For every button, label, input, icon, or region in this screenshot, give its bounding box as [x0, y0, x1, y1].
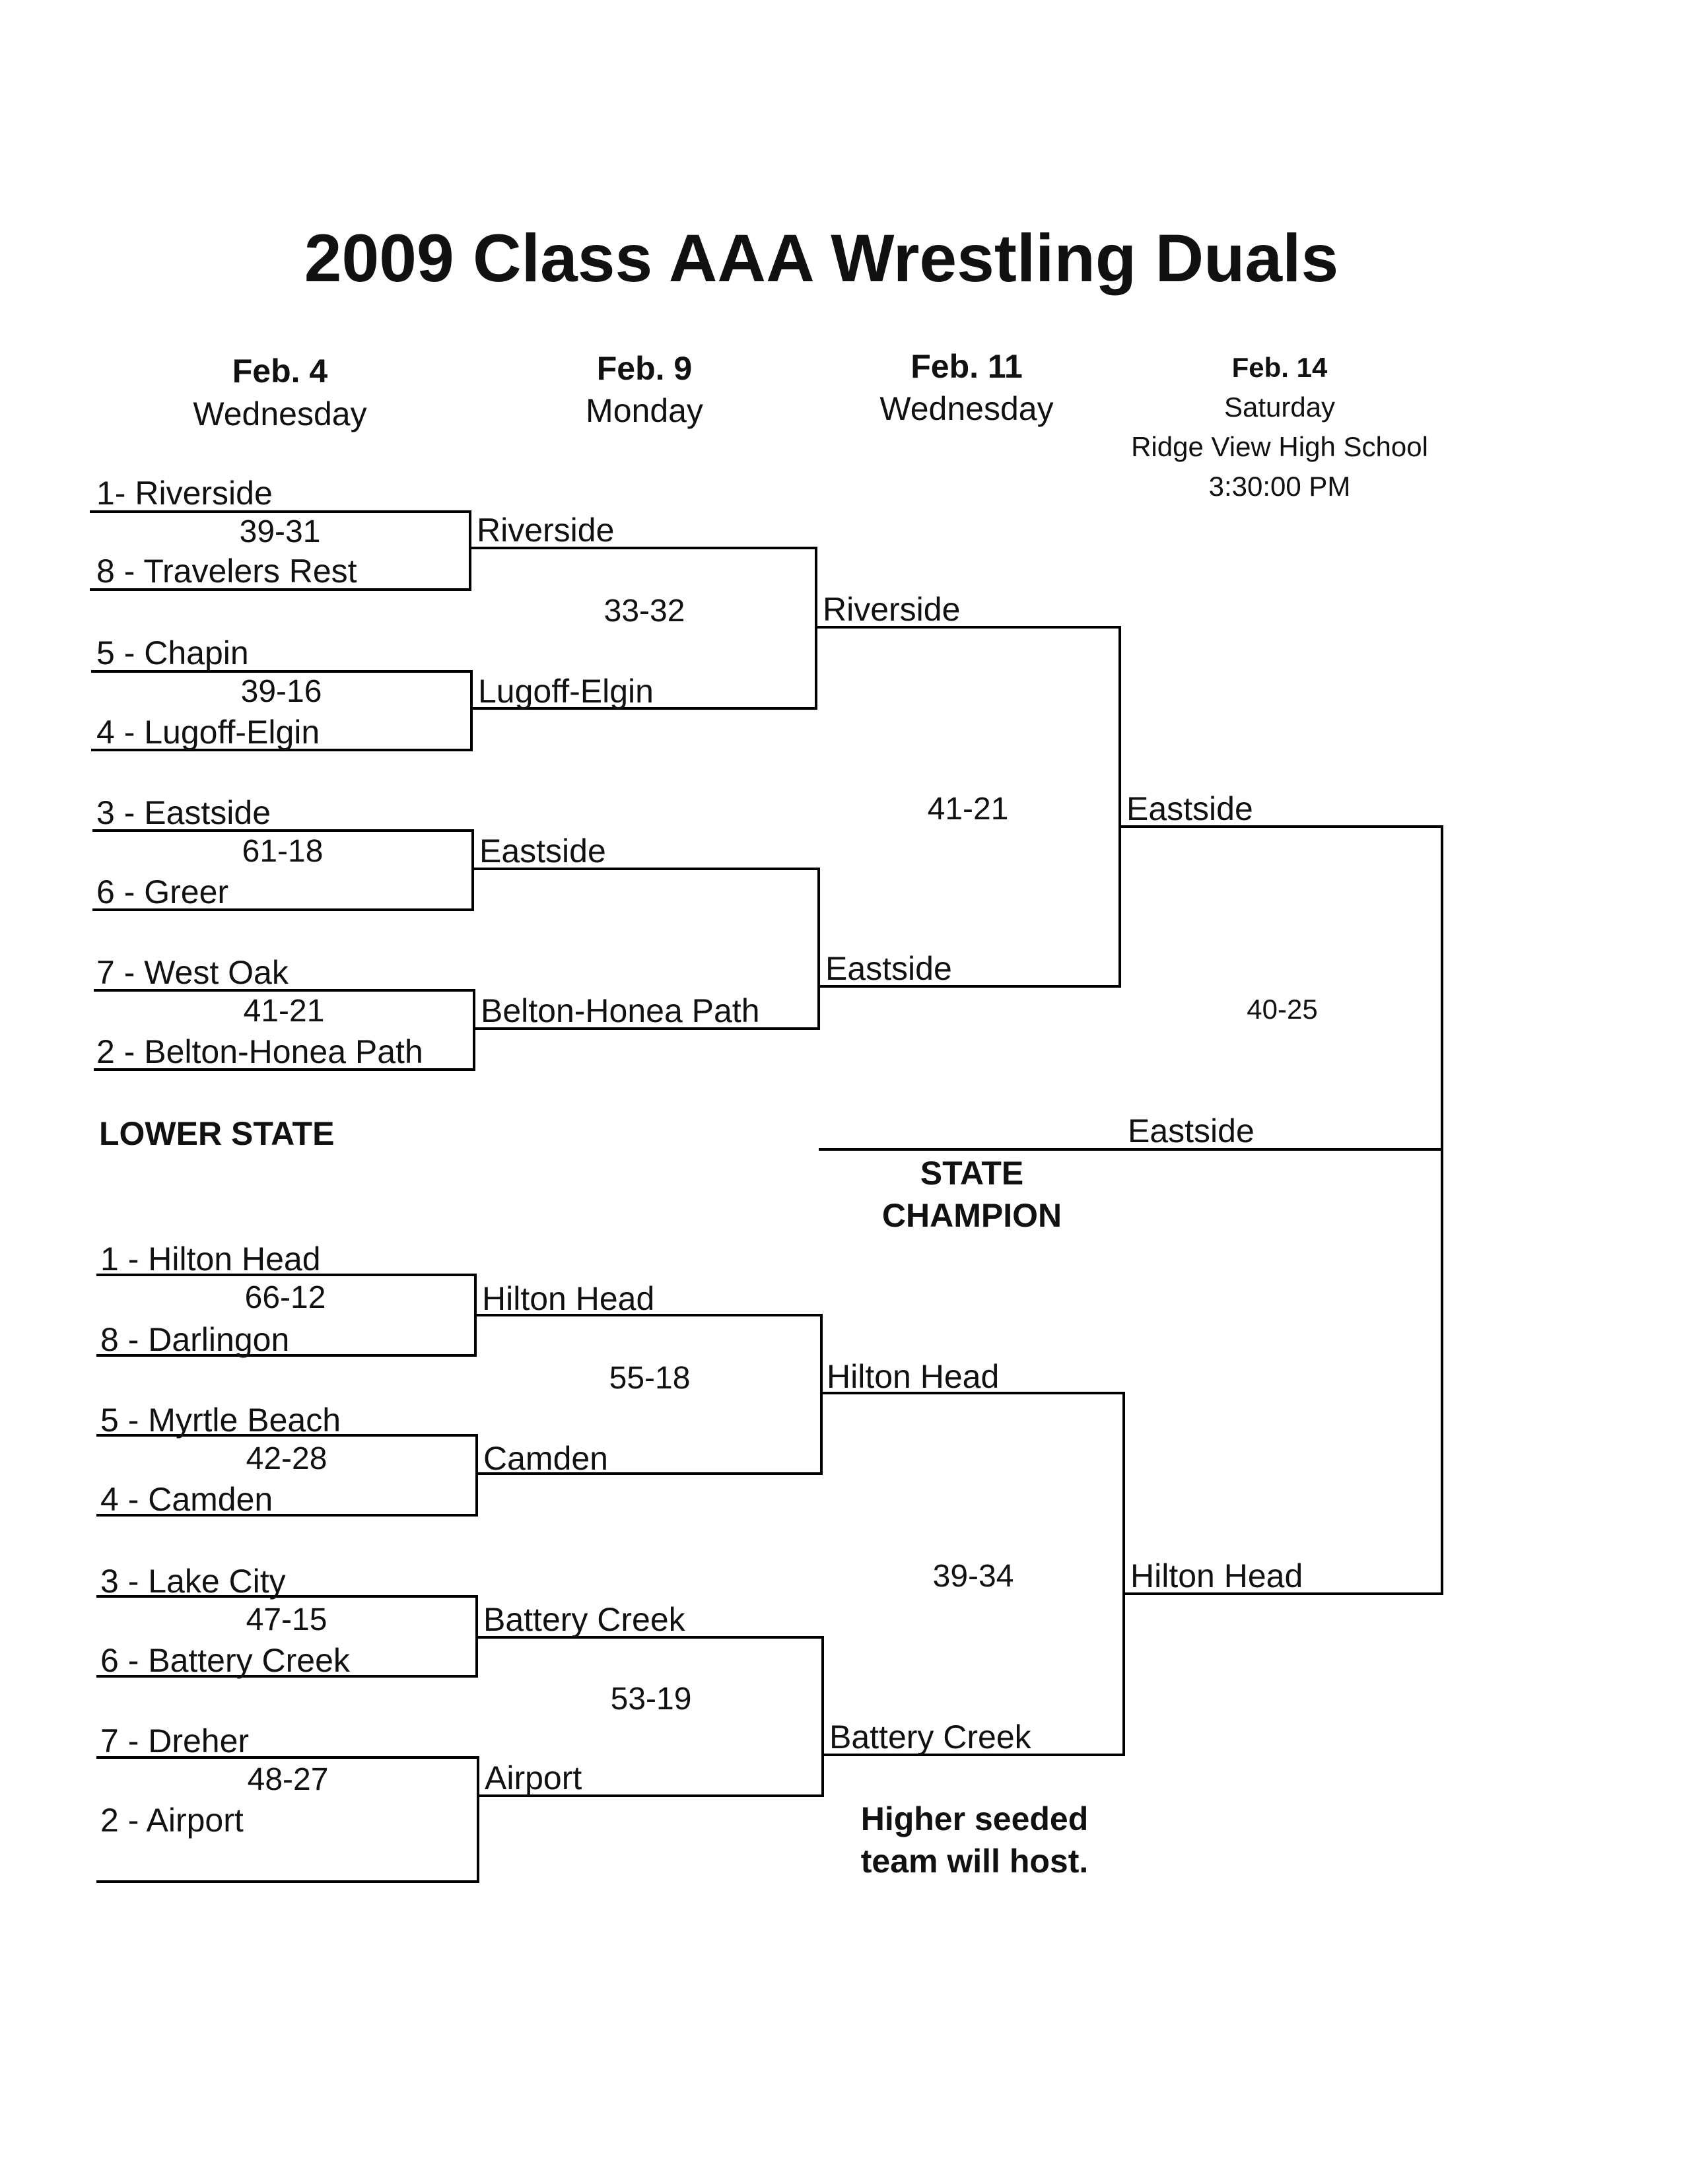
r1-lower-4-score: 48-27 — [247, 1762, 329, 1797]
r2-upper-winner-2: Lugoff-Elgin — [478, 673, 654, 710]
r3-lower-winner-1: Hilton Head — [827, 1358, 1000, 1395]
r2-upper-winner-3: Eastside — [479, 833, 606, 870]
r1-upper-3-score: 61-18 — [242, 834, 324, 869]
r2-upper-winner-4: Belton-Honea Path — [481, 992, 760, 1029]
header-date-2: Feb. 9 — [596, 350, 693, 387]
r4-upper-winner: Eastside — [1126, 790, 1253, 827]
champion-label-line-2: CHAMPION — [881, 1197, 1062, 1234]
champion-label-line-1: STATE — [920, 1155, 1024, 1192]
r1-lower-4-top-team: 7 - Dreher — [100, 1723, 250, 1759]
header-venue: Ridge View High School — [1131, 431, 1428, 462]
r1-bracket-6 — [96, 1434, 478, 1517]
r1-lower-1-top-team: 1 - Hilton Head — [100, 1241, 321, 1278]
r1-upper-1-score: 39-31 — [239, 514, 321, 549]
r2-upper-winner-1: Riverside — [477, 512, 615, 549]
r1-lower-2-bottom-team: 4 - Camden — [100, 1481, 273, 1518]
r1-lower-4-bottom-team: 2 - Airport — [100, 1802, 244, 1839]
r1-bracket-1 — [90, 510, 471, 591]
r2-upper-score-1: 33-32 — [603, 594, 685, 629]
r3-bracket-1 — [816, 626, 1121, 988]
header-date-1: Feb. 4 — [232, 353, 328, 390]
r1-upper-1-bottom-team: 8 - Travelers Rest — [96, 553, 357, 590]
r1-upper-4b-bottom-team: 2 - Belton-Honea Path — [96, 1033, 423, 1070]
r4-lower-winner: Hilton Head — [1130, 1557, 1303, 1594]
header-time: 3:30:00 PM — [1208, 471, 1351, 502]
r1-upper-1-top-team: 1- Riverside — [96, 475, 273, 512]
header-date-3: Feb. 11 — [911, 348, 1023, 385]
r2-bracket-4 — [477, 1636, 824, 1797]
header-day-2: Monday — [586, 392, 703, 429]
r1-upper-4-bottom-team: 6 - Greer — [96, 873, 229, 910]
r1-upper-4-top-team: 7 - West Oak — [96, 954, 289, 991]
r2-lower-winner-2: Camden — [483, 1440, 608, 1477]
r1-bracket-2 — [91, 670, 473, 751]
r1-lower-1-bottom-team: 8 - Darlingon — [100, 1321, 290, 1358]
r3-upper-winner-1: Riverside — [823, 591, 961, 628]
r1-lower-2-score: 42-28 — [246, 1441, 327, 1476]
r1-lower-2-top-team: 5 - Myrtle Beach — [100, 1402, 341, 1439]
header-day-1: Wednesday — [193, 395, 367, 432]
r3-bracket-2 — [821, 1392, 1125, 1756]
r3-upper-score: 41-21 — [927, 792, 1009, 827]
final-bracket — [1120, 825, 1443, 1595]
r2-lower-winner-1: Hilton Head — [482, 1280, 655, 1317]
r1-upper-3-top-team: 3 - Eastside — [96, 794, 271, 831]
r1-bracket-8 — [96, 1756, 479, 1883]
state-champion-team: Eastside — [1128, 1112, 1255, 1149]
header-day-4: Saturday — [1223, 392, 1336, 423]
r3-lower-score: 39-34 — [932, 1559, 1014, 1594]
final-score: 40-25 — [1247, 994, 1318, 1025]
r1-upper-2-bottom-team: 4 - Lugoff-Elgin — [96, 714, 320, 751]
header-date-4: Feb. 14 — [1231, 352, 1328, 383]
r1-upper-2-score: 39-16 — [240, 674, 322, 709]
r1-lower-3-bottom-team: 6 - Battery Creek — [100, 1642, 350, 1679]
region-label: LOWER STATE — [99, 1115, 335, 1152]
host-note-line-1: Higher seeded — [860, 1800, 1089, 1837]
r2-lower-winner-3: Battery Creek — [483, 1601, 685, 1638]
r1-upper-4-score: 41-21 — [243, 994, 325, 1029]
r3-upper-winner-2: Eastside — [825, 950, 952, 987]
r1-upper-2-top-team: 5 - Chapin — [96, 634, 249, 671]
r2-lower-score-2: 53-19 — [610, 1682, 692, 1717]
r1-lower-3-top-team: 3 - Lake City — [100, 1563, 286, 1600]
r2-bracket-2 — [473, 868, 820, 1030]
r1-lower-1-score: 66-12 — [244, 1280, 326, 1315]
r1-lower-3-score: 47-15 — [246, 1602, 327, 1637]
page-title: 2009 Class AAA Wrestling Duals — [304, 221, 1339, 296]
r2-lower-winner-4: Airport — [485, 1759, 582, 1796]
header-day-3: Wednesday — [879, 390, 1054, 427]
host-note-line-2: team will host. — [860, 1843, 1089, 1880]
r2-lower-score-1: 55-18 — [609, 1361, 691, 1396]
r3-lower-winner-2: Battery Creek — [829, 1719, 1031, 1756]
